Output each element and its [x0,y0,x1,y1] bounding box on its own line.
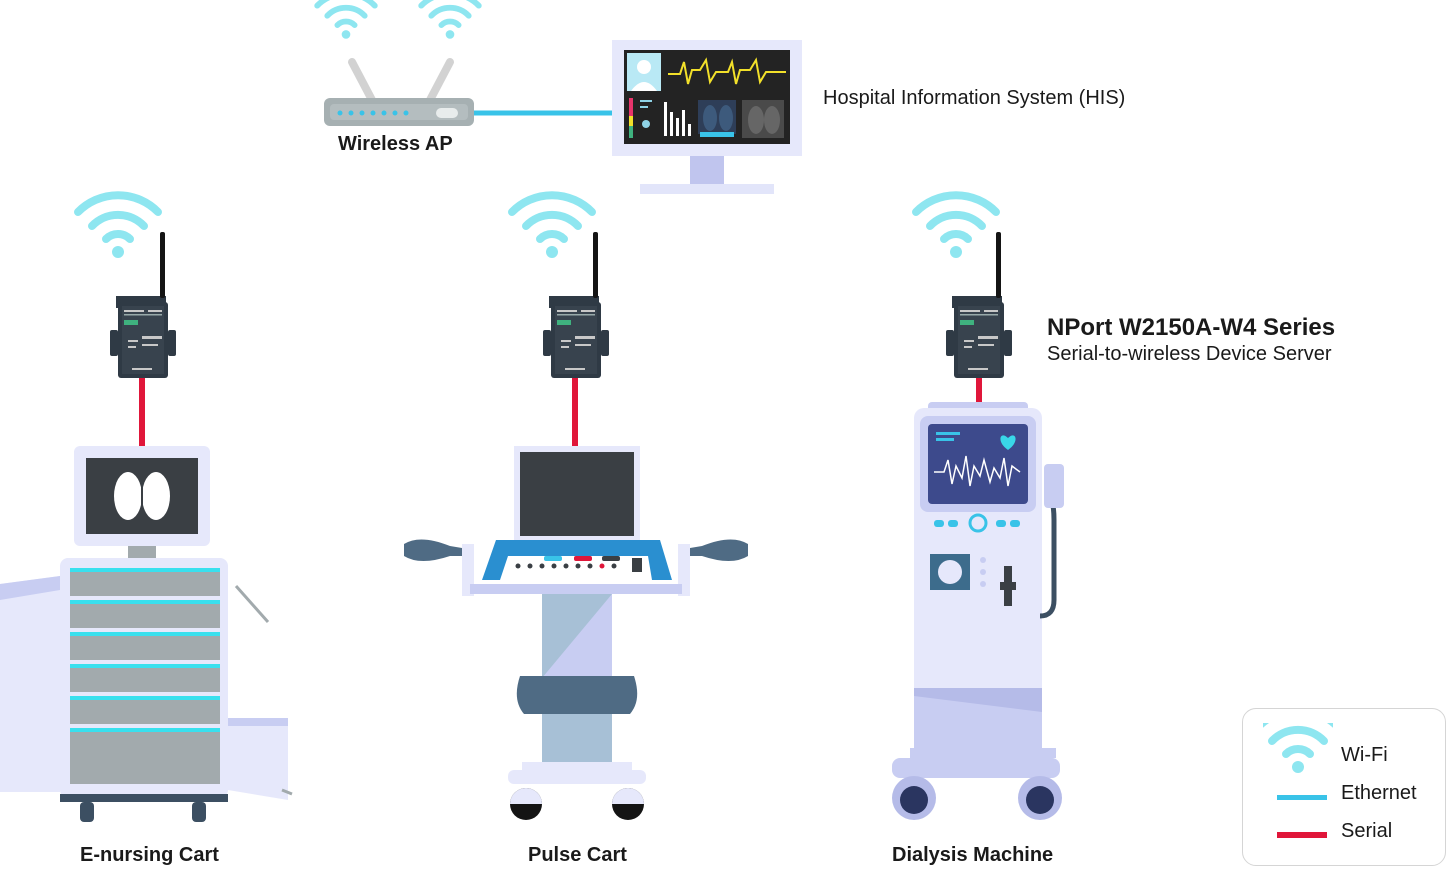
legend-serial-label: Serial [1341,820,1393,842]
dialysis-machine-label: Dialysis Machine [892,844,1054,866]
product-name: NPort W2150A-W4 Series [1047,314,1336,341]
legend-wifi-label: Wi-Fi [1341,744,1388,766]
wireless-ap-label: Wireless AP [338,133,453,155]
legend: Wi-Fi Ethernet Serial [1242,708,1446,866]
his-label: Hospital Information System (HIS) [823,87,1126,109]
e-nursing-cart-label: E-nursing Cart [80,844,219,866]
wifi-icon [512,195,592,258]
legend-ethernet-swatch [1277,795,1327,800]
pulse-cart-label: Pulse Cart [528,844,627,866]
wifi-icon [916,195,996,258]
e-nursing-cart-illustration [0,446,293,822]
wifi-icon [421,0,479,39]
wifi-icon [1263,723,1333,783]
wifi-icon [317,0,375,39]
legend-ethernet-label: Ethernet [1341,782,1417,804]
product-description: Serial-to-wireless Device Server [1047,343,1332,365]
legend-serial-swatch [1277,832,1327,838]
dialysis-machine-illustration [892,402,1064,820]
wireless-router-icon [324,58,474,126]
pulse-cart-illustration [404,446,748,820]
wifi-icon [78,195,158,258]
monitor-icon [612,40,802,194]
